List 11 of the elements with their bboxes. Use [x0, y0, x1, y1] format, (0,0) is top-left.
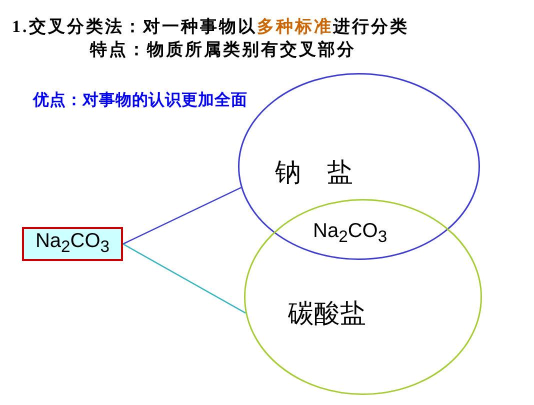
set-ellipse: [244, 199, 482, 395]
formula-text: Na$_{2}$CO$_{3}$: [35, 229, 110, 258]
note-text: 特点：物质所属类别有交叉部分: [90, 40, 356, 60]
formula-box: [22, 227, 123, 261]
connector-line: [122, 243, 246, 314]
note-text: 优点：对事物的认识更加全面: [33, 91, 248, 111]
title: 1.交叉分类法：对一种事物以多种标准进行分类: [12, 17, 409, 37]
set-label: 钠 盐: [275, 157, 353, 187]
formula-text: Na$_{2}$CO$_{3}$: [313, 219, 388, 248]
set-label: 碳酸盐: [288, 298, 366, 328]
connector-line: [122, 186, 242, 245]
